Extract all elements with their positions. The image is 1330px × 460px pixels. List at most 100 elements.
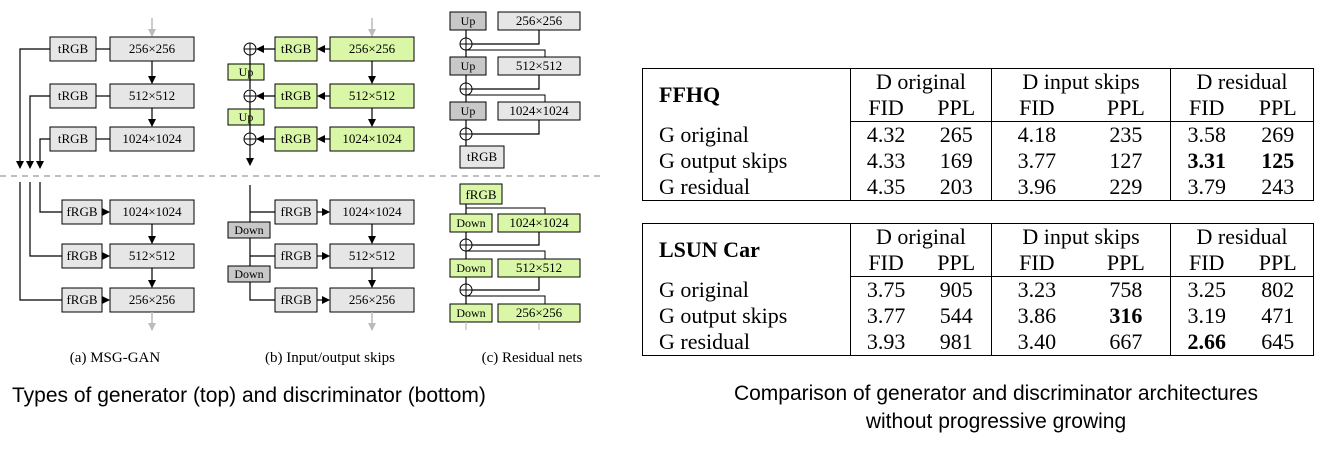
svg-text:Up: Up [461, 14, 476, 28]
generator-stage-2: 512×512 tRGB [49, 83, 195, 109]
caption-input-output-skips: (b) Input/output skips [265, 350, 395, 366]
svg-text:256×256: 256×256 [129, 41, 176, 56]
table-cell: 229 [1109, 174, 1143, 199]
down-op-1: Down [227, 221, 271, 239]
generator-stage-3: 1024×1024 tRGB [243, 126, 415, 152]
svg-text:Down: Down [456, 261, 485, 275]
table-cell: 3.77 [849, 303, 922, 329]
metric-header: PPL [921, 250, 992, 277]
table-caption-line-1: Comparison of generator and discriminato… [733, 382, 1259, 405]
metric-header: PPL [1081, 250, 1171, 277]
table-row: G output skips 4.33 169 3.77 127 3.31 12… [643, 148, 1314, 174]
metric-header: FID [1170, 95, 1243, 122]
svg-text:Down: Down [234, 223, 263, 237]
table-cell: 3.79 [1170, 174, 1243, 201]
svg-text:512×512: 512×512 [349, 248, 395, 263]
svg-text:256×256: 256×256 [349, 41, 396, 56]
lsun-car-results-table: LSUN Car D original D input skips D resi… [642, 223, 1314, 356]
generator-stage-1: 256×256 tRGB [243, 36, 415, 62]
table-row: G original 4.32 265 4.18 235 3.58 269 [643, 121, 1314, 148]
table-cell: 3.23 [991, 276, 1082, 303]
discriminator-stage-1: Down 1024×1024 [449, 213, 581, 233]
metric-header: FID [849, 95, 922, 122]
svg-text:tRGB: tRGB [281, 88, 312, 103]
metric-header: PPL [1242, 95, 1314, 122]
row-label: G output skips [659, 148, 788, 173]
row-label: G original [659, 276, 749, 302]
table-cell: 3.19 [1170, 303, 1243, 329]
discriminator-stage-3: fRGB 256×256 [274, 287, 415, 313]
svg-text:1024×1024: 1024×1024 [122, 204, 182, 219]
metric-header: FID [991, 250, 1082, 277]
metric-header: FID [849, 250, 922, 277]
col-group-d-residual: D residual [1170, 223, 1314, 250]
svg-text:fRGB: fRGB [280, 292, 311, 307]
table-cell: 4.32 [849, 121, 922, 148]
table-row: G residual 3.93 981 3.40 667 2.66 645 [643, 329, 1314, 356]
diagram-residual-nets: Up 256×256 Up 512×512 Up 1024×1024 [449, 11, 583, 366]
table-cell: 4.18 [991, 121, 1082, 148]
table-cell: 758 [1109, 277, 1143, 302]
svg-text:1024×1024: 1024×1024 [342, 204, 402, 219]
svg-text:512×512: 512×512 [129, 248, 175, 263]
table-cell: 3.86 [991, 303, 1082, 329]
table-cell: 3.58 [1170, 121, 1243, 148]
svg-text:256×256: 256×256 [516, 13, 563, 28]
table-cell: 905 [939, 277, 973, 302]
generator-stage-1: Up 256×256 [449, 11, 581, 31]
dataset-name: LSUN Car [659, 237, 760, 263]
table-cell: 981 [939, 329, 973, 354]
svg-text:Up: Up [461, 59, 476, 73]
table-row: G residual 4.35 203 3.96 229 3.79 243 [643, 174, 1314, 201]
metric-header: FID [991, 95, 1082, 122]
ffhq-results-table: FFHQ D original D input skips D residual… [642, 68, 1314, 201]
svg-text:512×512: 512×512 [516, 58, 562, 73]
metric-header: FID [1170, 250, 1243, 277]
table-cell: 243 [1261, 174, 1295, 199]
svg-text:256×256: 256×256 [516, 305, 563, 320]
table-row: G output skips 3.77 544 3.86 316 3.19 47… [643, 303, 1314, 329]
discriminator-stage-3: fRGB 256×256 [61, 287, 195, 313]
svg-text:tRGB: tRGB [467, 149, 498, 164]
svg-text:tRGB: tRGB [281, 41, 312, 56]
table-cell: 127 [1109, 148, 1143, 173]
svg-text:tRGB: tRGB [58, 41, 89, 56]
trgb-output: tRGB [459, 145, 505, 169]
table-cell: 645 [1261, 329, 1295, 354]
diagram-msg-gan: 256×256 tRGB 512×512 tRGB 1024×1024 tRGB [16, 18, 195, 366]
table-cell: 802 [1261, 277, 1295, 302]
generator-stage-1: 256×256 tRGB [49, 36, 195, 62]
col-group-d-residual: D residual [1170, 68, 1314, 95]
discriminator-stage-1: fRGB 1024×1024 [61, 199, 195, 225]
best-cell: 3.31 [1170, 148, 1243, 174]
svg-text:Down: Down [456, 306, 485, 320]
table-cell: 169 [939, 148, 973, 173]
svg-text:1024×1024: 1024×1024 [122, 131, 182, 146]
discriminator-stage-2: Down 512×512 [449, 258, 581, 278]
svg-text:fRGB: fRGB [280, 248, 311, 263]
row-label: G residual [659, 329, 751, 354]
col-group-d-input-skips: D input skips [991, 223, 1171, 250]
table-cell: 265 [939, 122, 973, 147]
dataset-name: FFHQ [659, 82, 721, 108]
discriminator-stage-1: fRGB 1024×1024 [274, 199, 415, 225]
generator-stage-3: Up 1024×1024 [449, 101, 581, 121]
best-cell: 2.66 [1170, 329, 1243, 356]
svg-text:tRGB: tRGB [58, 131, 89, 146]
metric-header: PPL [921, 95, 992, 122]
metric-header: PPL [1242, 250, 1314, 277]
best-cell: 316 [1109, 303, 1143, 328]
svg-text:Down: Down [456, 216, 485, 230]
best-cell: 125 [1261, 148, 1295, 173]
svg-text:tRGB: tRGB [281, 131, 312, 146]
table-cell: 544 [939, 303, 973, 328]
table-cell: 667 [1109, 329, 1143, 354]
svg-text:Up: Up [239, 110, 254, 124]
svg-text:fRGB: fRGB [465, 187, 496, 202]
svg-text:fRGB: fRGB [66, 204, 97, 219]
col-group-d-input-skips: D input skips [991, 68, 1171, 95]
table-cell: 3.25 [1170, 276, 1243, 303]
discriminator-stage-2: fRGB 512×512 [274, 243, 415, 269]
col-group-d-original: D original [849, 68, 992, 95]
table-cell: 3.96 [991, 174, 1082, 201]
